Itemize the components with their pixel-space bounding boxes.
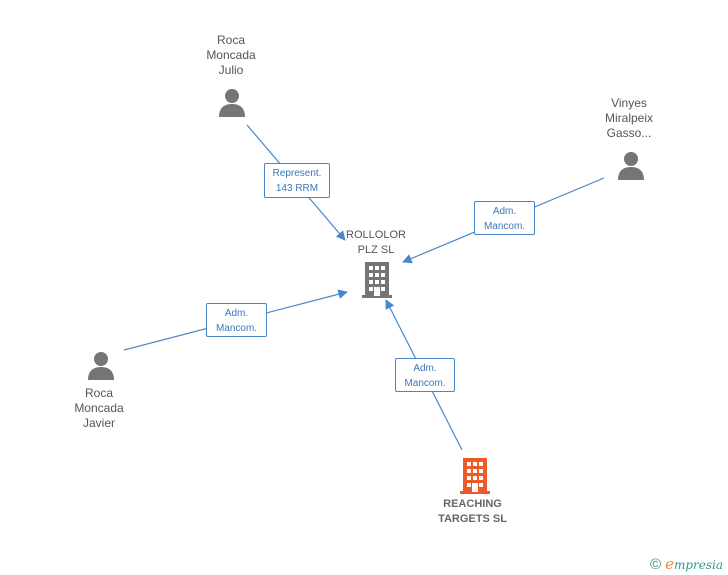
edge-label-line: Mancom.	[483, 221, 526, 232]
node-label-javier[interactable]: Roca Moncada Javier	[64, 386, 134, 431]
edge-label-line: Adm.	[492, 206, 517, 217]
brand-logo: © empresia	[650, 554, 723, 574]
building-icon[interactable]	[362, 262, 392, 298]
node-label-line: Roca	[84, 386, 113, 400]
copyright-icon: ©	[650, 555, 662, 573]
brand-name: mpresia	[673, 557, 724, 572]
edge-label-line: Mancom.	[404, 378, 446, 389]
edge-label-vinyes[interactable]: Adm. Mancom.	[474, 201, 535, 235]
node-label-line: Moncada	[206, 48, 256, 62]
node-label-line: Miralpeix	[604, 111, 653, 125]
node-label-rollolor[interactable]: ROLLOLOR PLZ SL	[336, 228, 416, 258]
edge-label-line: 143 RRM	[275, 183, 319, 194]
edge-label-line: Mancom.	[215, 323, 258, 334]
node-label-line: Julio	[218, 63, 244, 77]
node-label-line: Moncada	[74, 401, 124, 415]
edge-label-line: Represent.	[272, 168, 322, 179]
node-label-line: Gasso...	[606, 126, 652, 140]
person-icon[interactable]	[87, 351, 115, 381]
edge-label-julio[interactable]: Represent. 143 RRM	[264, 163, 330, 198]
node-label-julio[interactable]: Roca Moncada Julio	[196, 33, 266, 78]
person-icon[interactable]	[218, 88, 246, 118]
node-label-line: Vinyes	[611, 96, 647, 110]
edge-label-javier[interactable]: Adm. Mancom.	[206, 303, 267, 337]
brand-e-mark: e	[665, 554, 674, 573]
node-label-vinyes[interactable]: Vinyes Miralpeix Gasso...	[594, 96, 664, 141]
node-label-reaching[interactable]: REACHING TARGETS SL	[425, 497, 520, 527]
edge-label-reaching[interactable]: Adm. Mancom.	[395, 358, 455, 392]
node-label-line: Javier	[82, 416, 115, 430]
building-icon-highlight[interactable]	[460, 458, 490, 494]
edge-label-line: Adm.	[224, 308, 249, 319]
node-label-line: Roca	[216, 33, 245, 47]
node-label-line: TARGETS SL	[438, 513, 507, 525]
node-label-line: REACHING	[443, 498, 502, 510]
person-icon[interactable]	[617, 151, 645, 181]
node-label-line: ROLLOLOR	[346, 229, 406, 241]
edge-label-line: Adm.	[413, 363, 437, 374]
node-label-line: PLZ SL	[357, 244, 395, 256]
